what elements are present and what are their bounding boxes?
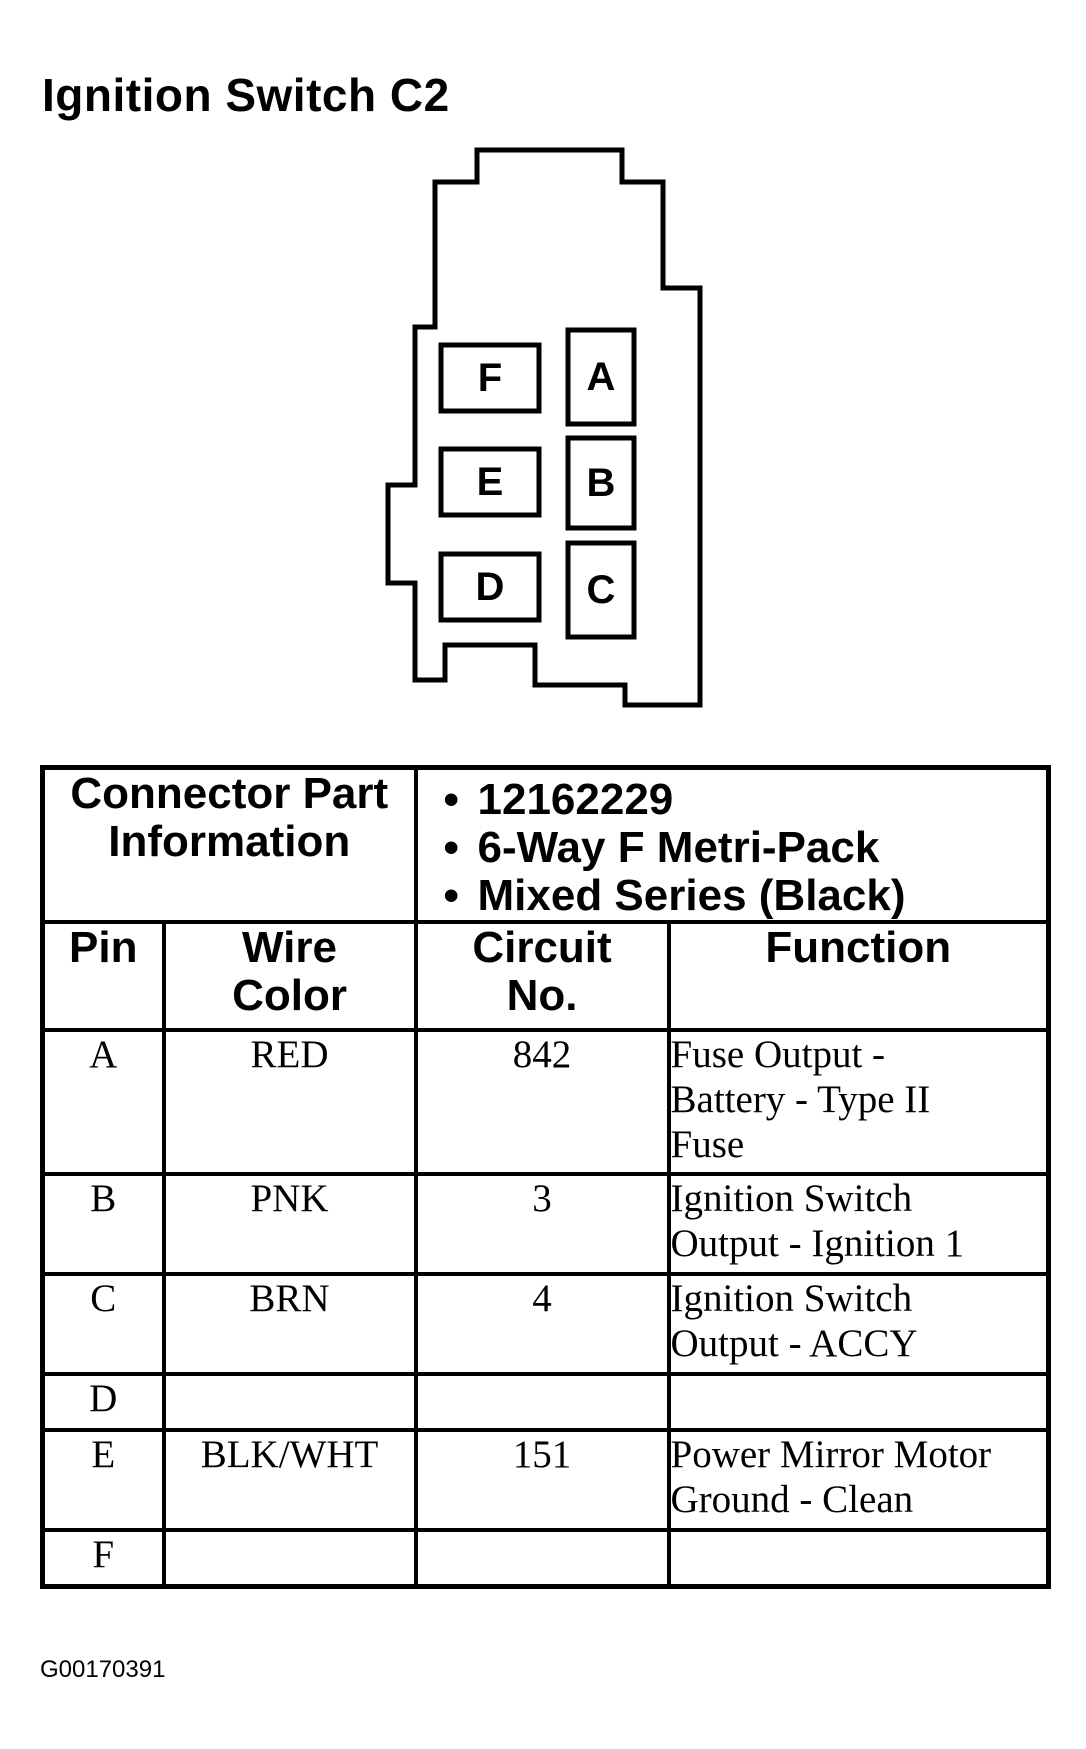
table-row: F (40, 1528, 1051, 1589)
wire-color-cell: BLK/WHT (161, 1428, 418, 1532)
cavity-label: C (587, 568, 616, 612)
pin-cell: A (40, 1028, 166, 1176)
cavity-d: D (438, 551, 542, 623)
part-number: 12162229 (444, 776, 1047, 825)
pin-cell: C (40, 1272, 166, 1376)
part-info-label: Connector Part Information (40, 765, 418, 924)
cavity-e: E (438, 446, 542, 518)
connector-series: Mixed Series (Black) (444, 872, 1047, 921)
cavity-label: A (587, 355, 616, 399)
circuit-cell: 3 (413, 1172, 671, 1276)
circuit-cell (413, 1372, 671, 1432)
circuit-cell: 842 (413, 1028, 671, 1176)
column-header-row: Pin Wire Color Circuit No. Function (40, 920, 1051, 1032)
pin-cell: E (40, 1428, 166, 1532)
function-cell (666, 1372, 1051, 1432)
wire-color-cell (161, 1372, 418, 1432)
circuit-cell (413, 1528, 671, 1589)
cavity-f: F (438, 342, 542, 414)
function-cell: Power Mirror Motor Ground - Clean (666, 1428, 1051, 1532)
circuit-cell: 151 (413, 1428, 671, 1532)
table-row: E BLK/WHT 151 Power Mirror Motor Ground … (40, 1428, 1051, 1532)
connector-outline (385, 147, 703, 708)
pin-cell: D (40, 1372, 166, 1432)
part-info-row: Connector Part Information 12162229 6-Wa… (40, 765, 1051, 924)
connector-info-table: Connector Part Information 12162229 6-Wa… (40, 765, 1052, 1589)
function-cell: Ignition Switch Output - ACCY (666, 1272, 1051, 1376)
cavity-label: D (476, 565, 505, 609)
cavity-b: B (565, 435, 637, 531)
wire-color-cell (161, 1528, 418, 1589)
function-cell (666, 1528, 1051, 1589)
connector-type: 6-Way F Metri-Pack (444, 824, 1047, 873)
pin-cell: B (40, 1172, 166, 1276)
circuit-cell: 4 (413, 1272, 671, 1376)
cavity-label: E (477, 460, 504, 504)
cavity-a: A (565, 327, 637, 427)
wire-color-cell: PNK (161, 1172, 418, 1276)
col-header-pin: Pin (40, 920, 166, 1032)
part-info-values: 12162229 6-Way F Metri-Pack Mixed Series… (413, 765, 1051, 924)
table-row: D (40, 1372, 1051, 1432)
wire-color-cell: RED (161, 1028, 418, 1176)
col-header-wire-color: Wire Color (161, 920, 418, 1032)
cavity-label: F (478, 356, 502, 400)
col-header-circuit: Circuit No. (413, 920, 671, 1032)
table-row: C BRN 4 Ignition Switch Output - ACCY (40, 1272, 1051, 1376)
function-cell: Ignition Switch Output - Ignition 1 (666, 1172, 1051, 1276)
connector-face-diagram: F A E B D C (385, 147, 703, 708)
cavity-c: C (565, 540, 637, 640)
wire-color-cell: BRN (161, 1272, 418, 1376)
pin-cell: F (40, 1528, 166, 1589)
page-title: Ignition Switch C2 (42, 69, 450, 121)
figure-id: G00170391 (40, 1656, 166, 1683)
col-header-function: Function (666, 920, 1051, 1032)
table-row: B PNK 3 Ignition Switch Output - Ignitio… (40, 1172, 1051, 1276)
function-cell: Fuse Output - Battery - Type II Fuse (666, 1028, 1051, 1176)
cavity-label: B (587, 461, 616, 505)
table-row: A RED 842 Fuse Output - Battery - Type I… (40, 1028, 1051, 1176)
